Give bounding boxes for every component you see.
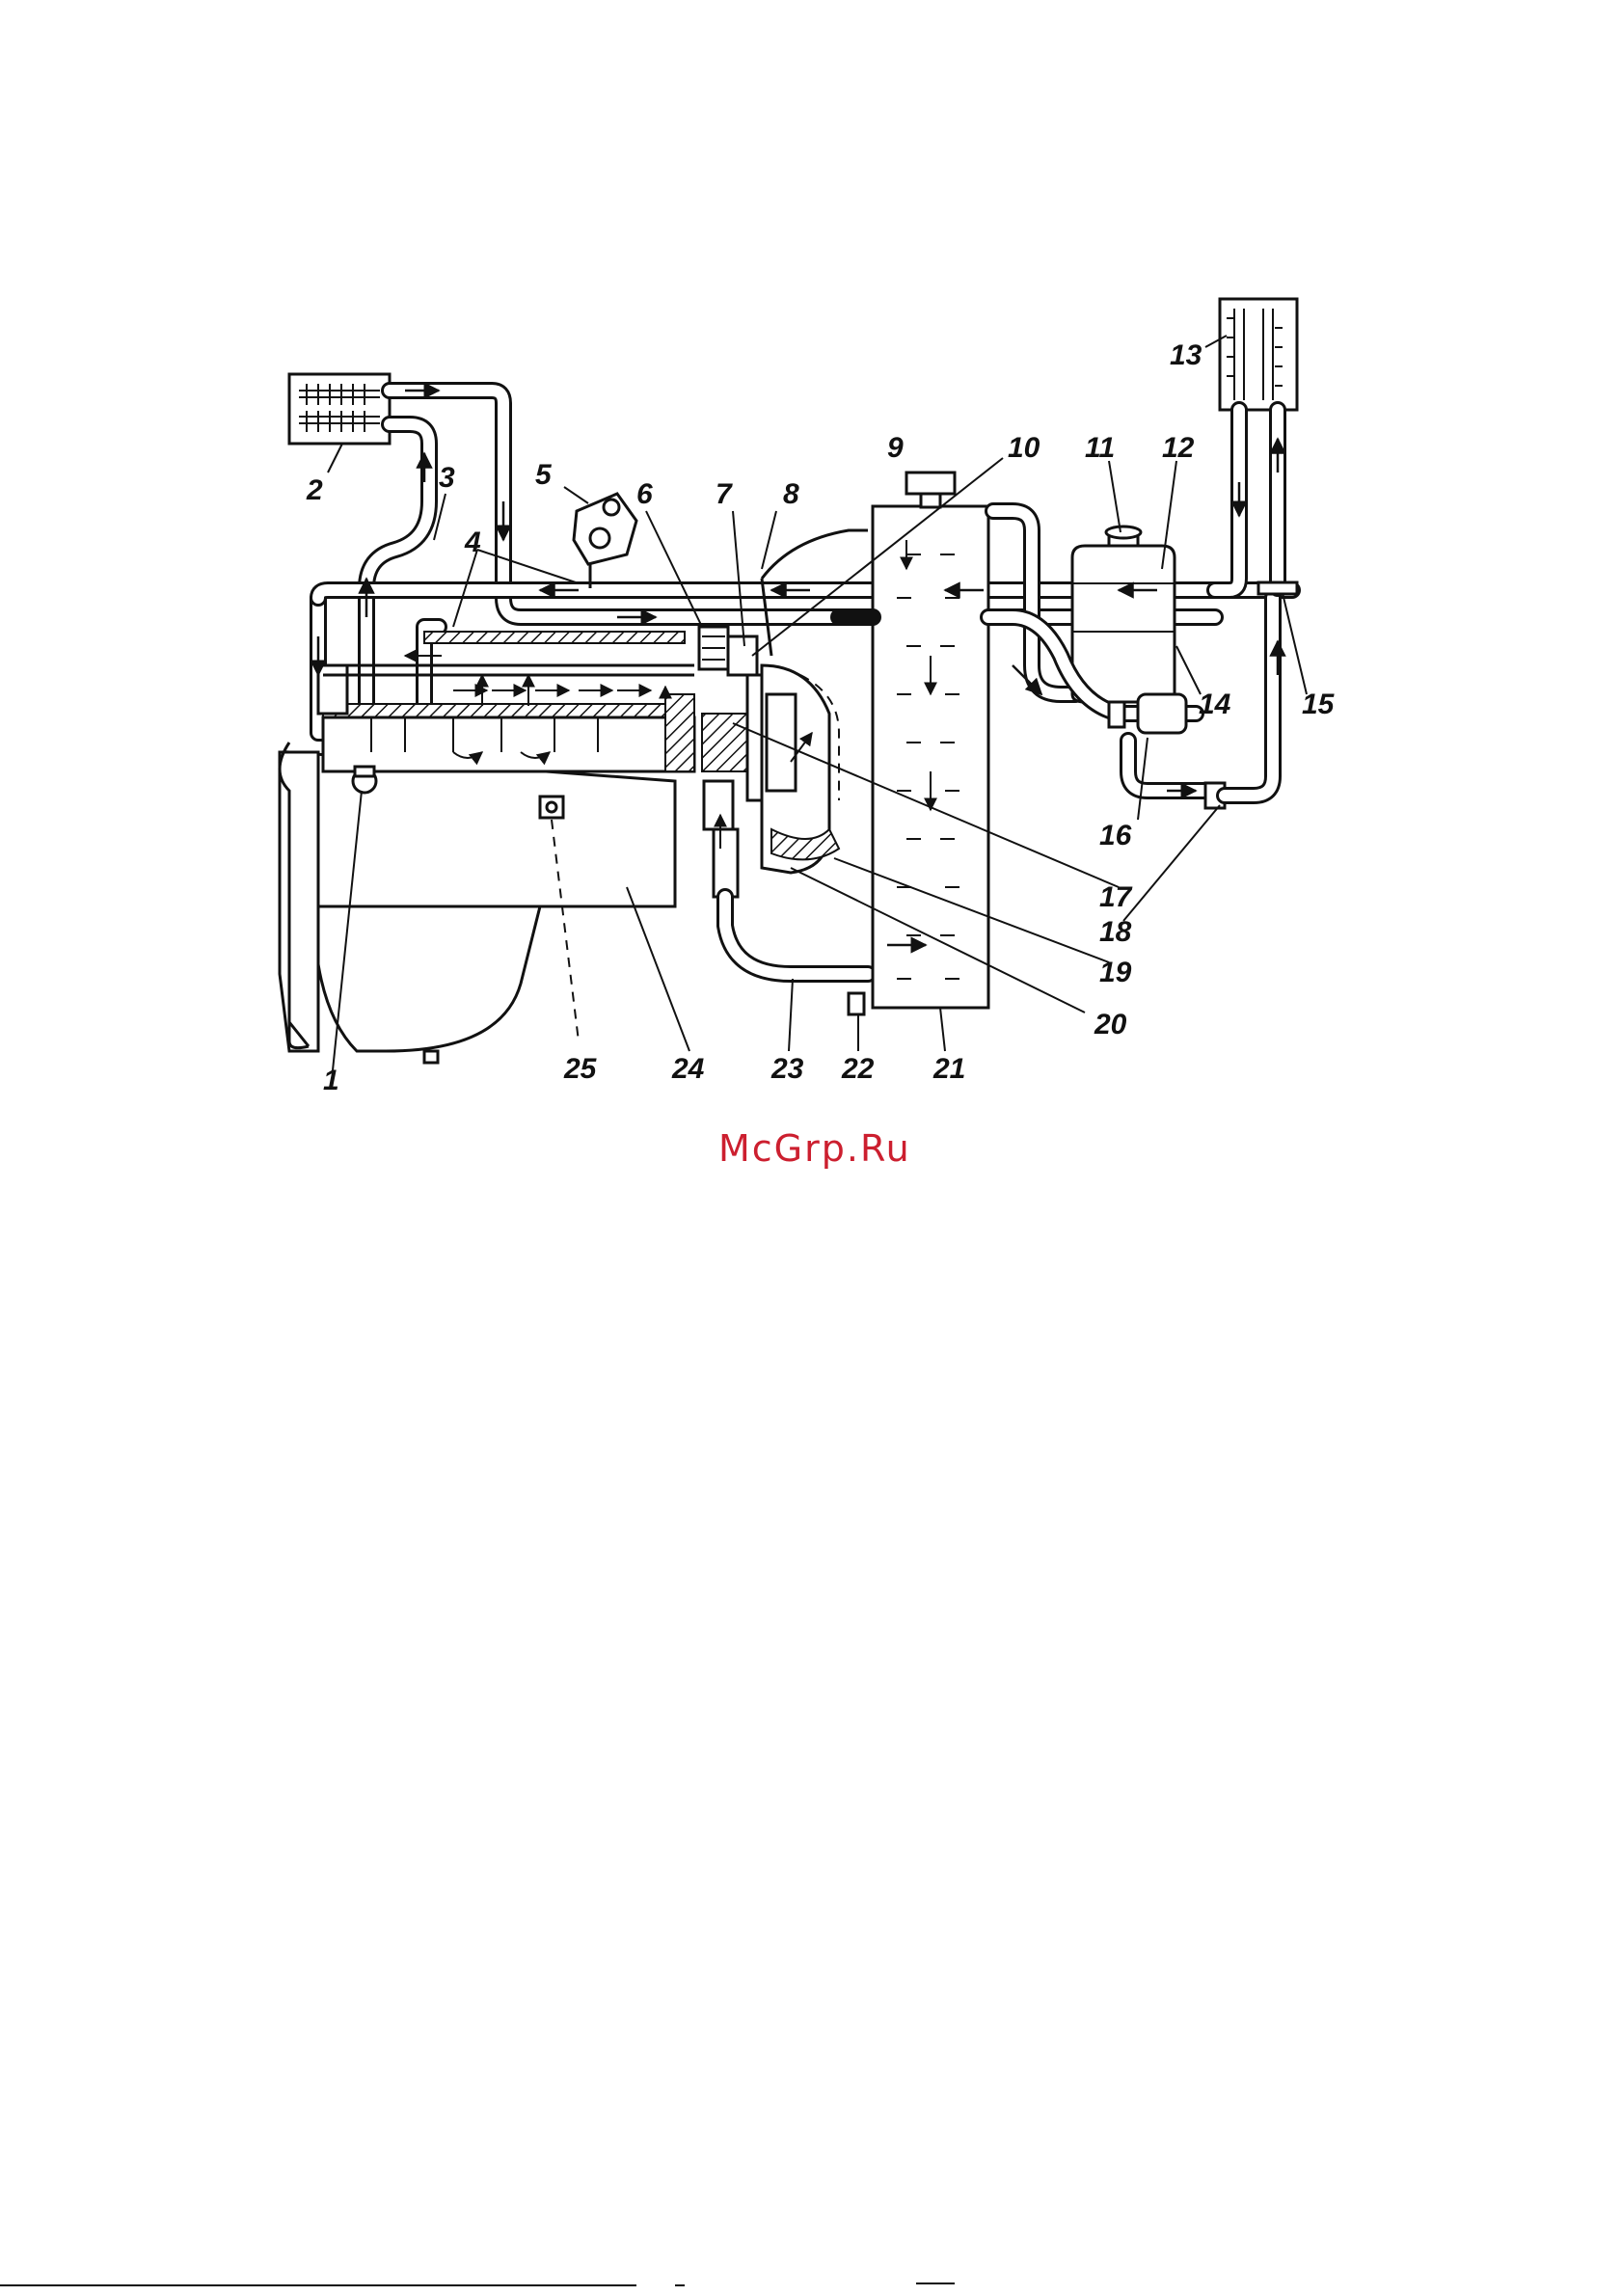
callout-7: 7	[716, 478, 733, 510]
callout-24: 24	[671, 1053, 705, 1085]
callout-1: 1	[323, 1065, 339, 1096]
radiator	[849, 473, 988, 1014]
callout-12: 12	[1162, 432, 1195, 464]
callout-11: 11	[1085, 432, 1115, 464]
callout-6: 6	[636, 478, 653, 510]
temperature-sensor	[574, 494, 636, 588]
callout-16: 16	[1099, 820, 1132, 851]
callout-14: 14	[1199, 689, 1231, 720]
watermark: McGrp.Ru	[718, 1127, 911, 1170]
radiator-bottom-hose	[725, 897, 868, 974]
callout-10: 10	[1008, 432, 1040, 464]
drain-valve	[353, 767, 376, 793]
cab-heater	[1215, 299, 1297, 594]
callout-4: 4	[464, 527, 481, 558]
callout-5: 5	[535, 459, 553, 491]
callout-21: 21	[932, 1053, 965, 1085]
callout-22: 22	[841, 1053, 875, 1085]
callout-20: 20	[1094, 1009, 1127, 1040]
callout-13: 13	[1170, 339, 1202, 371]
callout-9: 9	[887, 432, 904, 464]
callout-23: 23	[770, 1053, 804, 1085]
callout-17: 17	[1099, 881, 1133, 913]
page-footer-rule	[0, 2283, 955, 2285]
callout-2: 2	[306, 474, 323, 506]
callout-18: 18	[1099, 916, 1132, 948]
callout-19: 19	[1099, 957, 1132, 988]
expansion-tank	[1072, 527, 1175, 702]
callout-3: 3	[439, 462, 455, 494]
heater-core	[289, 374, 390, 444]
callout-8: 8	[783, 478, 799, 510]
water-pump	[704, 665, 839, 897]
callout-15: 15	[1302, 689, 1336, 720]
callout-25: 25	[563, 1053, 598, 1085]
